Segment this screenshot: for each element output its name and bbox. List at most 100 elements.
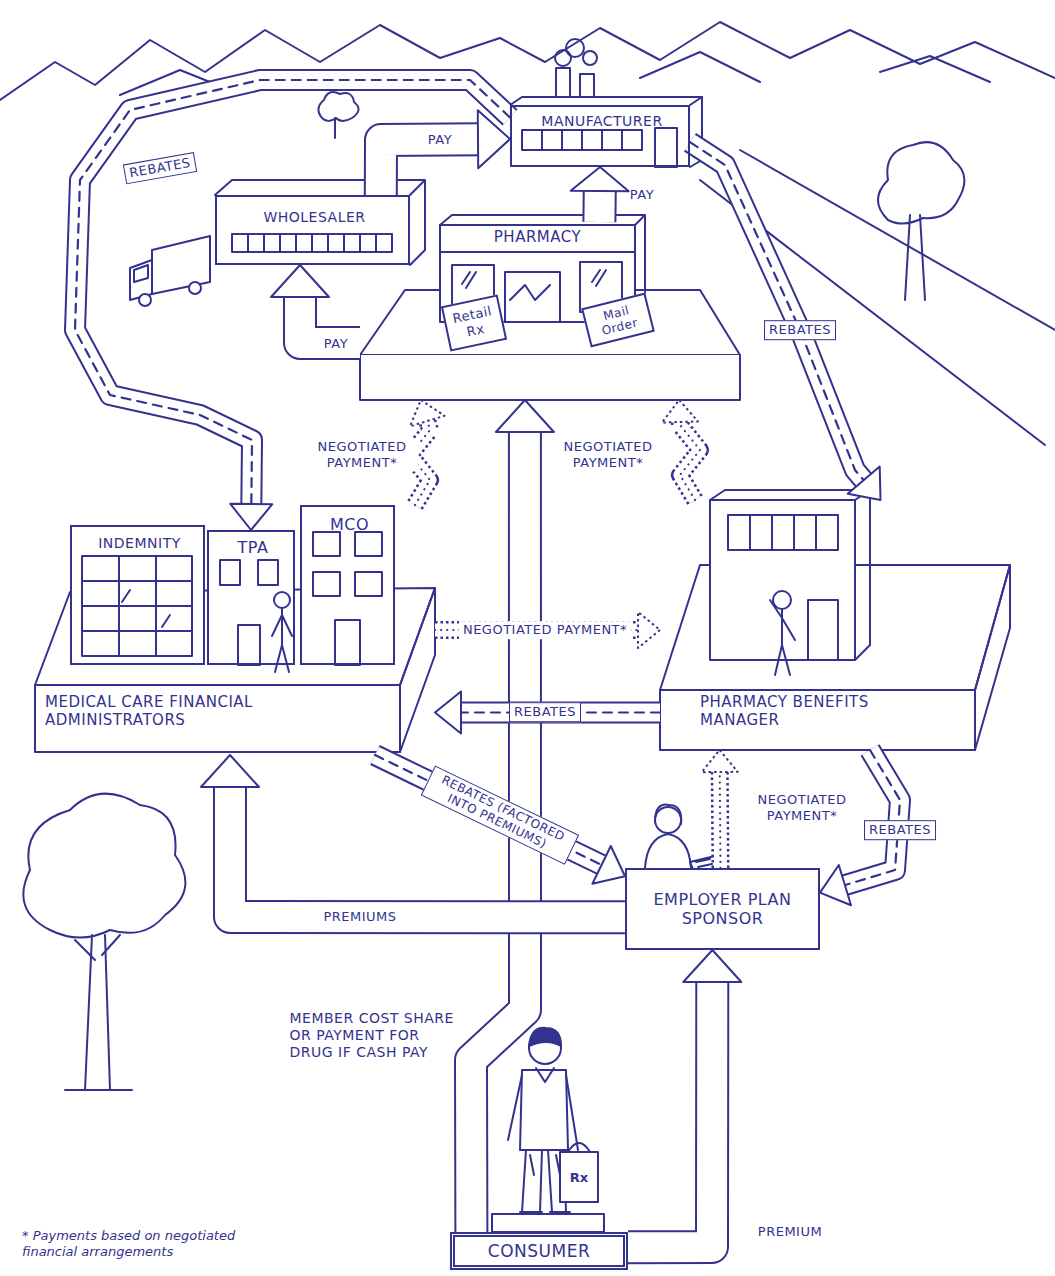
tree [23, 794, 185, 1090]
flow-label: PAY [626, 186, 658, 204]
shopping-bag [560, 1152, 598, 1202]
door [238, 625, 260, 665]
person-head [274, 592, 290, 608]
node-text: PHARMACY BENEFITS MANAGER [700, 693, 900, 729]
building-backing [215, 195, 410, 265]
arrow-head [592, 846, 625, 884]
connector-center-line [690, 142, 866, 482]
bag-handle [568, 1143, 590, 1152]
arrow-head [271, 265, 329, 297]
platform-front [35, 685, 400, 752]
arrow-head [435, 692, 461, 734]
connector-outline [711, 769, 730, 868]
platform-side [975, 565, 1010, 750]
flow-connector [628, 950, 741, 1247]
connector-body [375, 755, 604, 866]
flow-label: NEGOTIATED PAYMENT* [552, 438, 665, 471]
flow-connector [662, 400, 700, 500]
arrow-head [230, 504, 272, 530]
truck-wheel [189, 282, 201, 294]
connector-outline [75, 80, 510, 507]
node-text: INDEMNITY [72, 535, 207, 552]
flow-connector [435, 692, 660, 734]
person-head [773, 591, 791, 609]
flow-label: PAY [424, 131, 456, 149]
flow-connector [271, 265, 360, 343]
door [655, 128, 677, 167]
window-divider [542, 130, 622, 150]
person-body [770, 600, 795, 675]
flow-connector [381, 110, 510, 195]
connector-outline [435, 621, 641, 639]
arrow-head [702, 750, 738, 772]
smoke-puff [583, 51, 597, 65]
window [355, 572, 382, 596]
pbm-platform: PHARMACY BENEFITS MANAGER [660, 500, 1010, 750]
flow-label: REBATES [764, 320, 836, 340]
ground-line [700, 150, 1055, 445]
flow-connector [435, 612, 660, 648]
chimney [580, 74, 594, 97]
window-grid [82, 556, 192, 656]
building-side [510, 97, 702, 167]
node-text: MEDICAL CARE FINANCIAL ADMINISTRATORS [45, 693, 345, 729]
flow-label: PREMIUMS [319, 908, 400, 926]
node-text: TPA [209, 538, 297, 557]
flow-label: NEGOTIATED PAYMENT* [306, 438, 419, 471]
window [220, 560, 240, 585]
node-text: PHARMACY [440, 228, 635, 246]
tree [318, 92, 358, 138]
flow-label: MEMBER COST SHARE OR PAYMENT FOR DRUG IF… [286, 1009, 459, 1061]
connector-outline [582, 188, 616, 222]
connector-outline [628, 979, 712, 1247]
window-divider [248, 234, 376, 252]
sign-band [440, 251, 635, 253]
flow-label: REBATES [864, 820, 936, 840]
arrow-head [496, 400, 554, 432]
truck-trailer [152, 236, 210, 294]
node-text: Mail Order [584, 299, 651, 342]
window-divider [82, 556, 192, 656]
indemnity-building: INDEMNITY [70, 525, 205, 665]
flow-label: REBATES (FACTORED INTO PREMIUMS) [421, 765, 579, 864]
person-hair [529, 1028, 561, 1046]
person-head [655, 807, 681, 833]
connector-body [584, 188, 614, 222]
connector-outline [690, 142, 866, 482]
mountain-ridge [0, 22, 1055, 100]
connector-body [713, 769, 727, 868]
window [313, 572, 340, 596]
window-row [522, 130, 642, 150]
connector-body [690, 142, 866, 482]
arrow-head [410, 400, 445, 426]
node-text: Retail Rx [444, 302, 503, 344]
tpa-building: TPA [207, 530, 295, 665]
platform-side [400, 588, 435, 752]
arrow-head [201, 755, 259, 787]
node-text: WHOLESALER [217, 209, 412, 226]
arrow-head [571, 167, 629, 191]
chimney [556, 68, 570, 97]
connector-center-line [75, 80, 510, 507]
mail-package: Mail Order [581, 293, 655, 348]
employer-desk: EMPLOYER PLAN SPONSOR [625, 868, 820, 950]
person-hair [655, 805, 681, 824]
node-text: MANUFACTURER [512, 113, 692, 130]
arrow-head [683, 950, 741, 982]
door [808, 600, 838, 660]
window-row [728, 515, 838, 550]
window-row [232, 234, 392, 252]
flow-connector [201, 755, 625, 917]
connector-outline [680, 419, 700, 500]
door [335, 620, 360, 665]
arrow-head [638, 612, 660, 648]
wholesaler-building: WHOLESALER [215, 195, 410, 265]
smoke-puff [555, 50, 571, 66]
building-side [710, 490, 870, 660]
window [355, 532, 382, 556]
connector-outline [375, 755, 604, 866]
connector-body [680, 419, 700, 500]
consumer-pedestal: CONSUMER [450, 1232, 628, 1270]
